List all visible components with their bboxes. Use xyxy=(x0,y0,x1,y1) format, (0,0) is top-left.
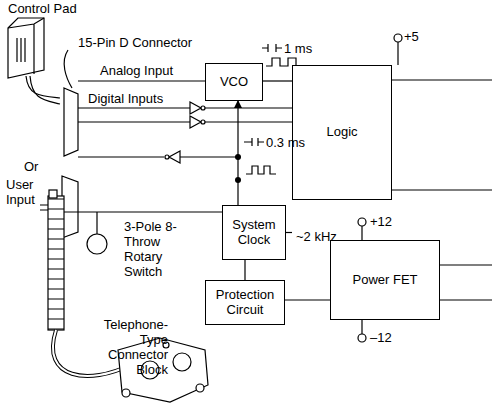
vco-box: VCO xyxy=(205,63,263,101)
node-text: Power FET xyxy=(352,273,417,288)
signal-wire xyxy=(237,101,238,205)
node-text: VCO xyxy=(220,75,248,90)
label-text: ~2 kHz xyxy=(296,230,337,245)
node-text: System Clock xyxy=(227,218,281,248)
label-text: User Input xyxy=(6,178,46,208)
label-text: Digital Inputs xyxy=(88,92,163,107)
label-text: Or xyxy=(24,160,38,175)
label-text: +5 xyxy=(404,30,419,45)
label-text: 0.3 ms xyxy=(266,136,305,151)
label-text: +12 xyxy=(370,215,392,230)
node-text: Logic xyxy=(326,125,357,140)
protection-box: Protection Circuit xyxy=(205,280,285,325)
node-text: Protection Circuit xyxy=(210,288,280,318)
logic-box: Logic xyxy=(292,65,392,200)
label-text: Telephone-Type Connector Block xyxy=(80,318,168,378)
clock-box: System Clock xyxy=(222,205,286,260)
signal-wire xyxy=(263,80,292,81)
label-text: Control Pad xyxy=(8,2,77,17)
label-text: Analog Input xyxy=(100,64,173,79)
label-text: 15-Pin D Connector xyxy=(78,36,192,51)
label-text: 3-Pole 8-Throw Rotary Switch xyxy=(124,220,196,280)
label-text: 1 ms xyxy=(284,42,312,57)
label-text: –12 xyxy=(370,331,392,346)
signal-wire xyxy=(285,299,330,300)
fet-box: Power FET xyxy=(330,240,440,320)
signal-wire xyxy=(286,232,292,233)
